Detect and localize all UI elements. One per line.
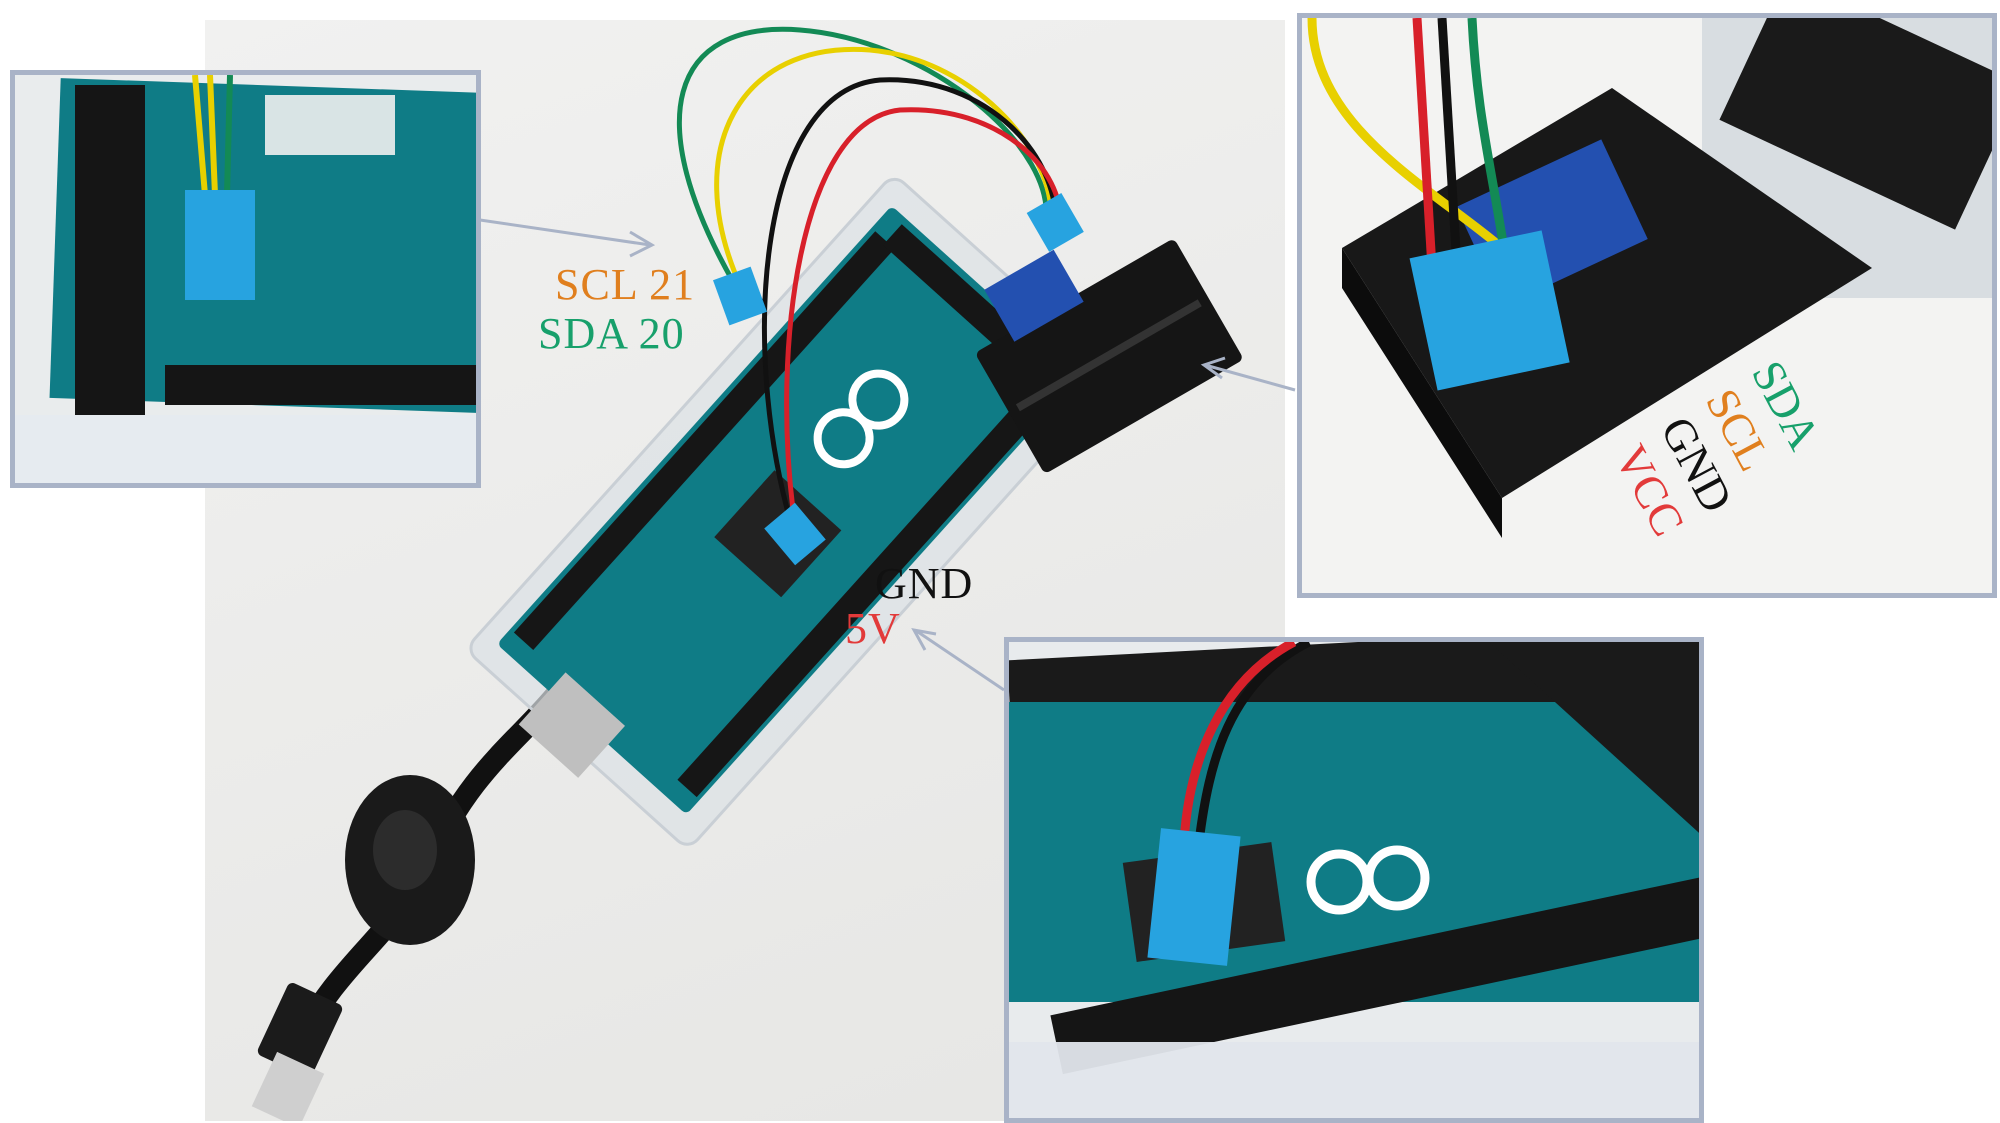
- 5v-label: 5V: [845, 604, 901, 653]
- gnd-label: GND: [875, 559, 974, 608]
- connector-power: [764, 502, 826, 566]
- mpu6050-sensor: [984, 249, 1084, 342]
- scl-21-label: SCL 21: [555, 260, 696, 309]
- usb-port: [518, 672, 626, 778]
- usb-cable: [251, 683, 569, 1121]
- arrow-left-inset: [479, 218, 656, 258]
- inset-sensor-closeup: VCC GND SCL SDA: [1297, 13, 1997, 598]
- inset-scl-sda-closeup: [10, 70, 481, 488]
- inset-power-closeup: [1004, 637, 1704, 1123]
- arrow-right-inset: [1200, 356, 1296, 392]
- sda-20-label: SDA 20: [538, 309, 685, 358]
- jumper-wires: [676, 26, 1063, 526]
- arrow-bottom-inset: [911, 627, 1005, 692]
- connector-scl-sda: [712, 266, 768, 326]
- connector-sensor: [1026, 192, 1084, 252]
- mini-breadboard: [976, 240, 1242, 473]
- callout-arrows: [479, 218, 1296, 692]
